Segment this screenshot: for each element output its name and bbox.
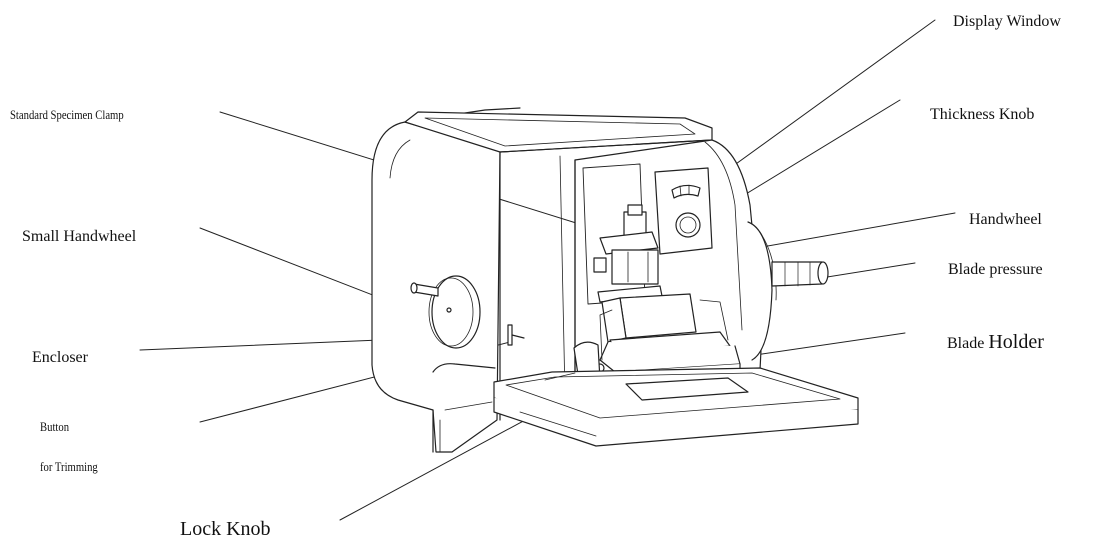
label-blade-holder-prefix: Blade — [947, 335, 989, 352]
leader-lines — [139, 19, 956, 521]
label-encloser: Encloser — [32, 349, 88, 366]
display-panel — [654, 167, 713, 255]
waste-tray-shape — [493, 367, 859, 447]
label-button-line2: for Trimming — [40, 459, 98, 474]
label-blade-holder: Blade Holder — [947, 331, 1044, 353]
leader-handwheel — [744, 212, 956, 251]
small-handwheel-shape — [410, 275, 481, 349]
label-small-handwheel: Small Handwheel — [22, 228, 137, 245]
label-standard-specimen-clamp: Standard Specimen Clamp — [10, 107, 124, 122]
label-handwheel: Handwheel — [969, 211, 1042, 228]
thickness-knob-shape — [675, 212, 701, 238]
top-cover — [404, 111, 713, 153]
leader-encloser — [139, 339, 381, 351]
label-blade-holder-suffix: Holder — [988, 331, 1044, 353]
handwheel-shape — [747, 221, 829, 361]
label-thickness-knob: Thickness Knob — [930, 106, 1035, 123]
label-blade-pressure: Blade pressure — [948, 261, 1043, 278]
label-lock-knob: Lock Knob — [180, 518, 271, 540]
trim-button-shape — [507, 324, 525, 346]
label-display-window: Display Window — [953, 13, 1061, 30]
label-button-line1: Button — [40, 419, 70, 434]
